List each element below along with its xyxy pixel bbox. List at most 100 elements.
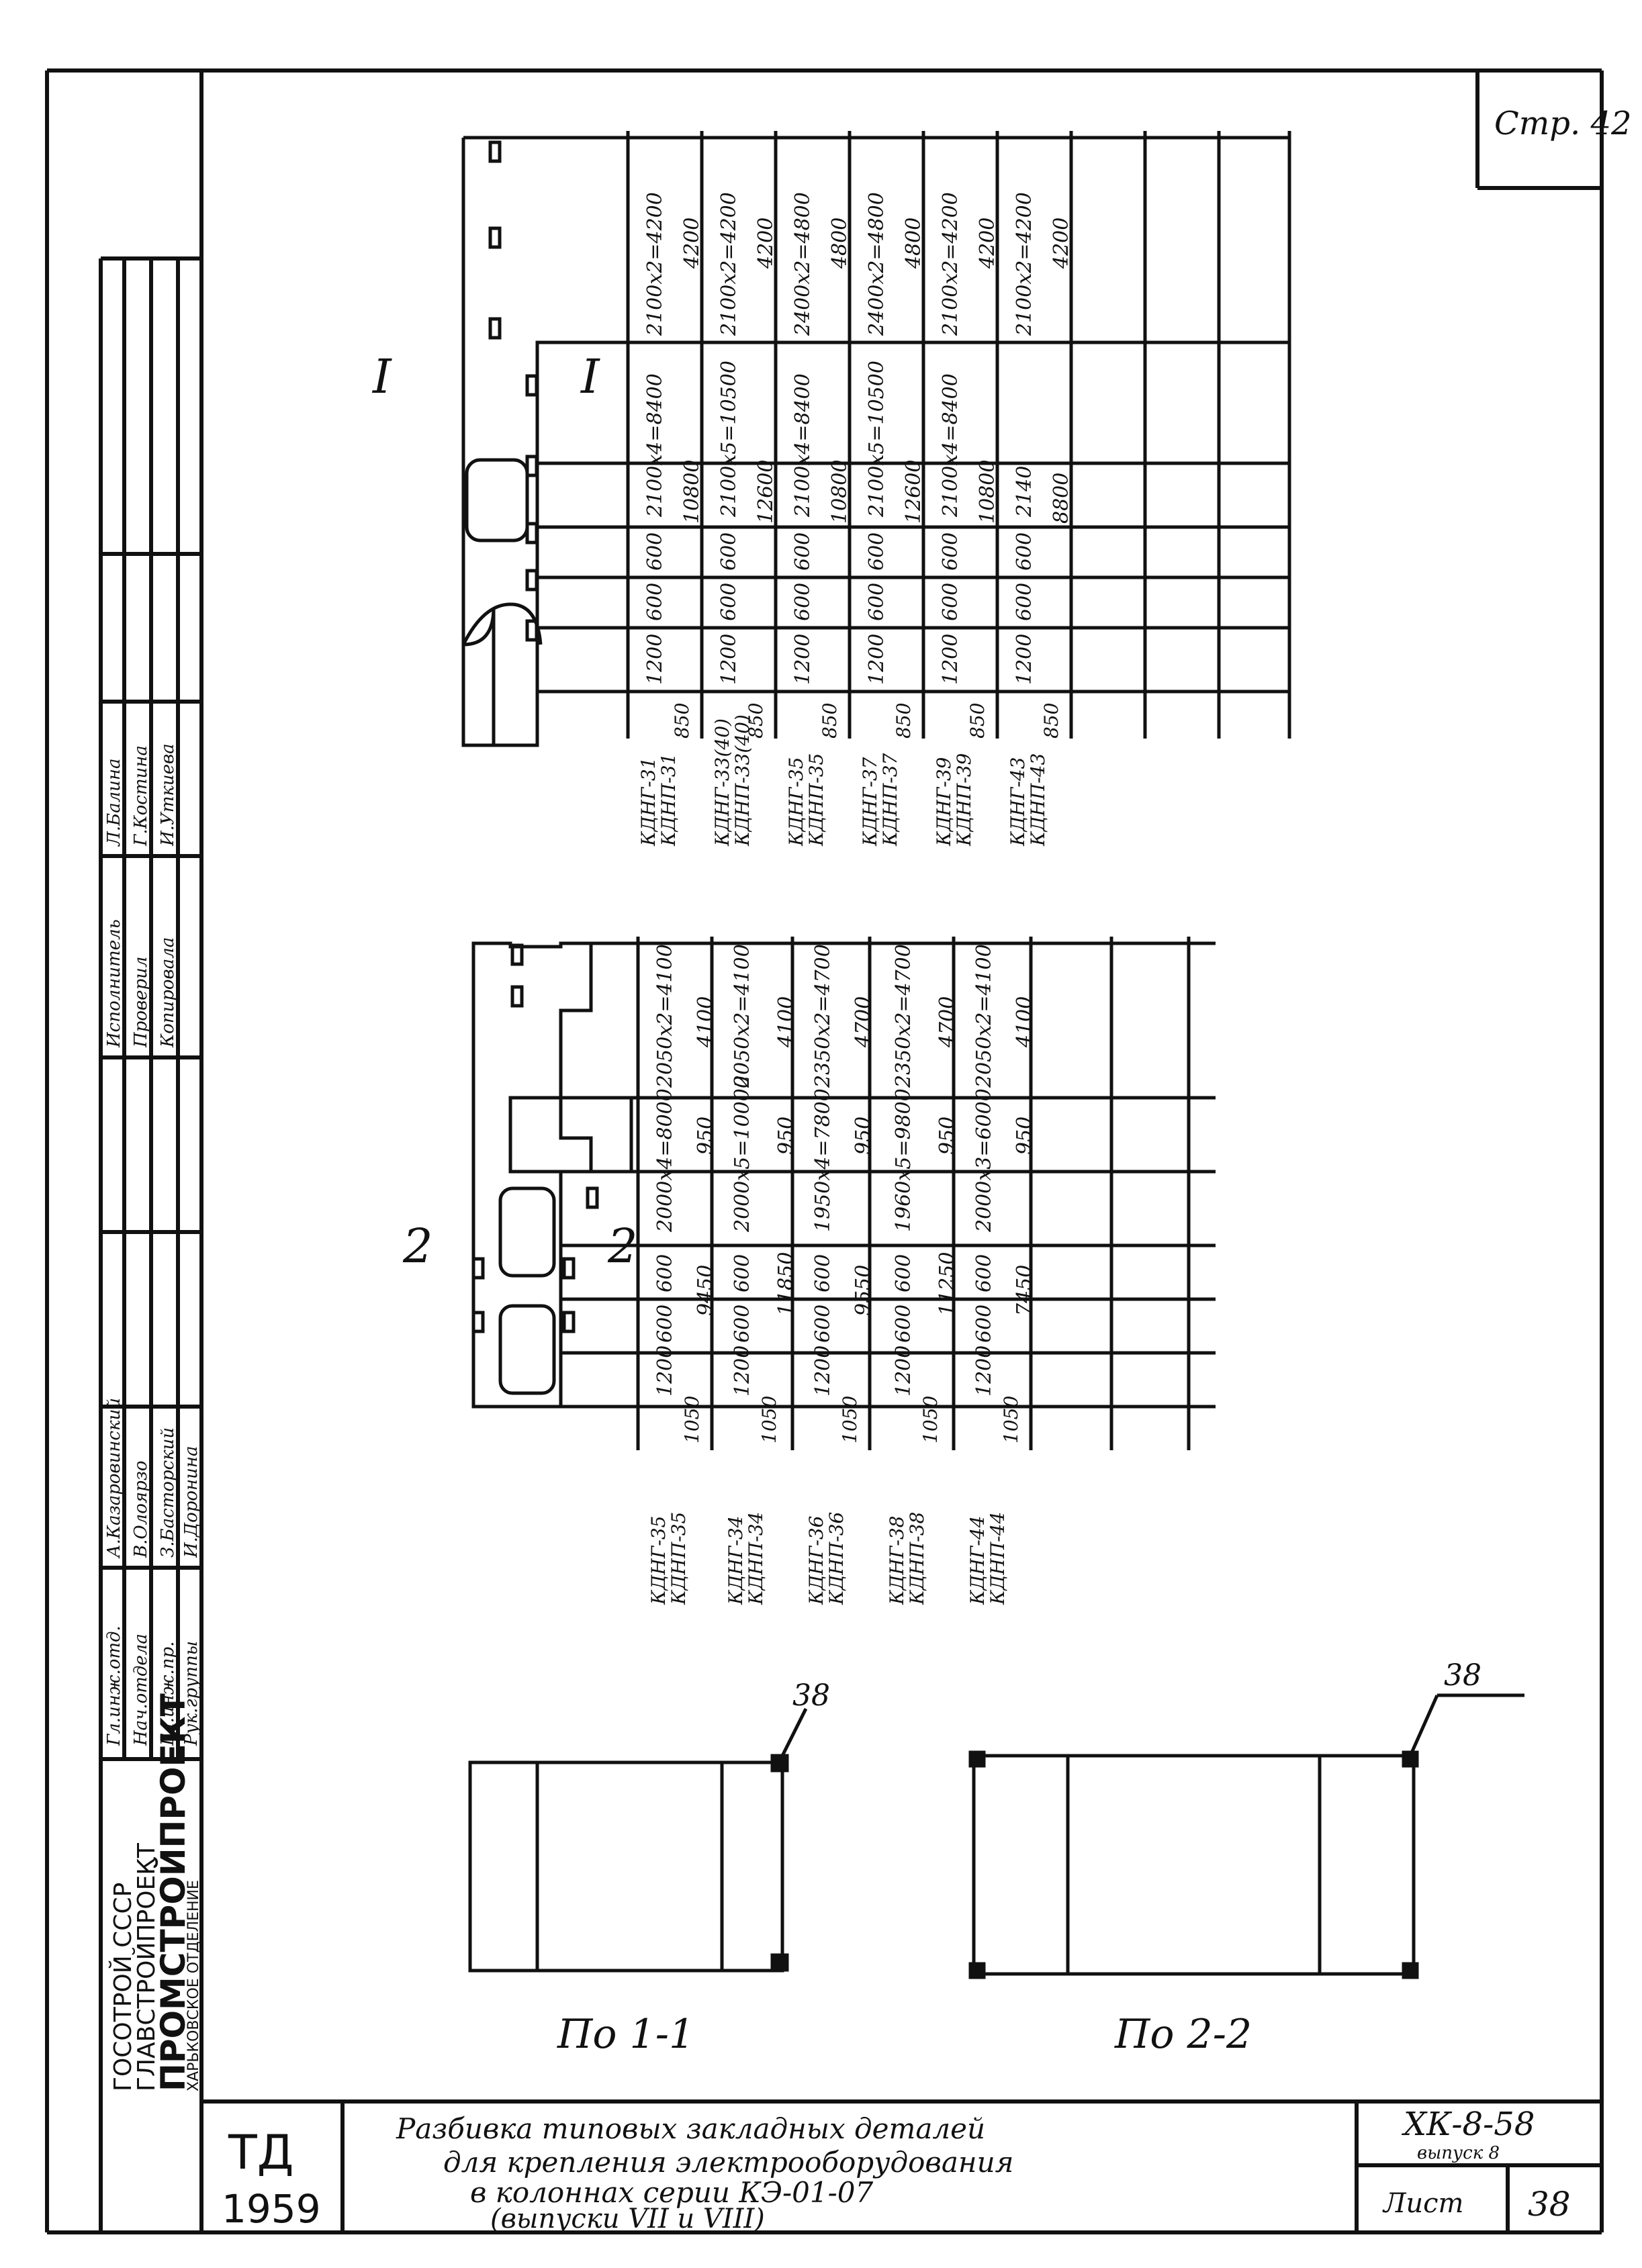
lower-total: 4100 bbox=[1013, 996, 1036, 1048]
section-caption-left: По 1-1 bbox=[557, 2011, 694, 2058]
upper-dim: 2400x2=4800 bbox=[791, 192, 815, 336]
upper-dim: 2100x2=4200 bbox=[1013, 192, 1036, 336]
name-1: А.Казаровинский bbox=[104, 1398, 124, 1559]
lower-total: 950 bbox=[774, 1117, 798, 1155]
name-2: В.Олоярзо bbox=[131, 1460, 151, 1558]
upper-dim: 1200 bbox=[717, 634, 741, 685]
section-callout-right: 38 bbox=[1444, 1658, 1481, 1693]
upper-total: 850 bbox=[893, 703, 915, 739]
upper-dim: 2100x5=10500 bbox=[865, 361, 888, 518]
lower-dim: 2350x2=4700 bbox=[892, 944, 915, 1088]
upper-mark: КДНП-33(40) bbox=[731, 714, 754, 847]
lower-total: 950 bbox=[694, 1117, 717, 1155]
lower-dim: 600 bbox=[653, 1254, 677, 1292]
lower-dim: 2350x2=4700 bbox=[811, 944, 835, 1088]
upper-dim: 1200 bbox=[865, 634, 888, 685]
role-7: Копировала bbox=[158, 937, 178, 1048]
lower-dim: 2000x3=6000 bbox=[972, 1088, 996, 1233]
upper-total: 4800 bbox=[902, 218, 925, 269]
lower-dim: 1960x5=9800 bbox=[892, 1088, 915, 1232]
lower-total: 4700 bbox=[936, 996, 959, 1048]
lower-dim: 2000x4=8000 bbox=[653, 1088, 677, 1233]
upper-dim: 2100x5=10500 bbox=[717, 361, 741, 518]
upper-dim: 1200 bbox=[791, 634, 815, 685]
upper-total: 850 bbox=[966, 703, 989, 739]
section-callout-left: 38 bbox=[792, 1679, 830, 1713]
lower-total: 950 bbox=[1013, 1117, 1036, 1155]
lower-total: 4100 bbox=[694, 996, 717, 1048]
upper-mark: КДНГ-43 bbox=[1007, 757, 1029, 847]
name-7: И.Уткиева bbox=[158, 743, 178, 847]
role-2: Нач.отдела bbox=[131, 1634, 151, 1746]
title-line-2: для крепления электрооборудования bbox=[443, 2146, 1013, 2179]
upper-dim: 2100x4=8400 bbox=[939, 373, 962, 518]
lower-dim: 2050x2=4100 bbox=[653, 944, 677, 1088]
lower-total: 1050 bbox=[1000, 1396, 1022, 1444]
role-1: Гл.инж.отд. bbox=[104, 1625, 124, 1746]
upper-total: 850 bbox=[1040, 703, 1062, 739]
lower-dim: 2050x2=4100 bbox=[731, 944, 754, 1088]
upper-dim: 600 bbox=[717, 583, 741, 621]
lower-dim: 1200 bbox=[972, 1345, 996, 1397]
upper-mark: КДНП-43 bbox=[1027, 753, 1049, 847]
upper-dim: 600 bbox=[791, 532, 815, 571]
upper-dim: 600 bbox=[717, 532, 741, 571]
upper-dim: 1200 bbox=[939, 634, 962, 685]
lower-dim: 600 bbox=[892, 1254, 915, 1292]
sheet-label: Лист bbox=[1382, 2188, 1463, 2219]
upper-total: 4800 bbox=[828, 218, 852, 269]
upper-mark: КДНГ-39 bbox=[933, 757, 955, 847]
issue-label: выпуск 8 bbox=[1417, 2143, 1500, 2163]
upper-dim: 600 bbox=[1013, 583, 1036, 621]
lower-column-drawing bbox=[471, 937, 1216, 1450]
upper-total: 12600 bbox=[902, 460, 925, 524]
lower-total: 9450 bbox=[694, 1265, 717, 1316]
upper-dim: 600 bbox=[643, 532, 667, 571]
upper-mark: КДНП-37 bbox=[879, 753, 901, 847]
lower-total: 950 bbox=[852, 1117, 875, 1155]
title-line-4: (выпуски VII и VIII) bbox=[490, 2204, 765, 2234]
upper-mark: КДНП-39 bbox=[953, 753, 975, 847]
lower-mark: КДНП-38 bbox=[906, 1512, 928, 1605]
upper-total: 850 bbox=[671, 703, 693, 739]
upper-dim: 1200 bbox=[643, 634, 667, 685]
section-label-upper-left: I bbox=[371, 349, 392, 404]
lower-total: 950 bbox=[936, 1117, 959, 1155]
name-3: З.Басторский bbox=[158, 1427, 178, 1558]
lower-mark: КДНГ-38 bbox=[886, 1516, 908, 1605]
lower-dim: 600 bbox=[811, 1305, 835, 1343]
lower-total: 11250 bbox=[936, 1252, 959, 1316]
lower-mark: КДНП-35 bbox=[668, 1512, 690, 1605]
lower-dim: 2050x2=4100 bbox=[972, 944, 996, 1088]
upper-dim: 600 bbox=[1013, 532, 1036, 571]
lower-mark: КДНГ-44 bbox=[966, 1516, 989, 1605]
lower-dim: 600 bbox=[653, 1305, 677, 1343]
lower-total: 7450 bbox=[1013, 1265, 1036, 1316]
lower-dim: 1950x4=7800 bbox=[811, 1088, 835, 1232]
upper-dim: 2100x4=8400 bbox=[791, 373, 815, 518]
section-caption-right: По 2-2 bbox=[1114, 2011, 1252, 2058]
lower-total: 11850 bbox=[774, 1252, 798, 1316]
upper-dim: 600 bbox=[643, 583, 667, 621]
upper-mark: КДНГ-31 bbox=[637, 757, 659, 847]
upper-total: 850 bbox=[745, 703, 767, 739]
section-label-mid-left: 2 bbox=[402, 1219, 433, 1274]
td-label: ТД bbox=[228, 2125, 293, 2180]
upper-dim: 600 bbox=[939, 583, 962, 621]
lower-total: 4100 bbox=[774, 996, 798, 1048]
title-line-3: в колоннах серии КЭ-01-07 bbox=[470, 2176, 874, 2209]
upper-total: 4200 bbox=[1050, 218, 1073, 269]
lower-dim: 1200 bbox=[731, 1345, 754, 1397]
page-number: Стр. 42 bbox=[1494, 105, 1632, 142]
upper-dim: 600 bbox=[791, 583, 815, 621]
upper-total: 850 bbox=[819, 703, 841, 739]
role-6: Проверил bbox=[131, 957, 151, 1048]
lower-dim: 1200 bbox=[653, 1345, 677, 1397]
upper-total: 4200 bbox=[754, 218, 778, 269]
lower-total: 1050 bbox=[681, 1396, 703, 1444]
name-4: И.Доронина bbox=[181, 1446, 201, 1558]
upper-total: 10800 bbox=[680, 460, 704, 524]
role-3: Гл.инж.пр. bbox=[158, 1642, 178, 1746]
